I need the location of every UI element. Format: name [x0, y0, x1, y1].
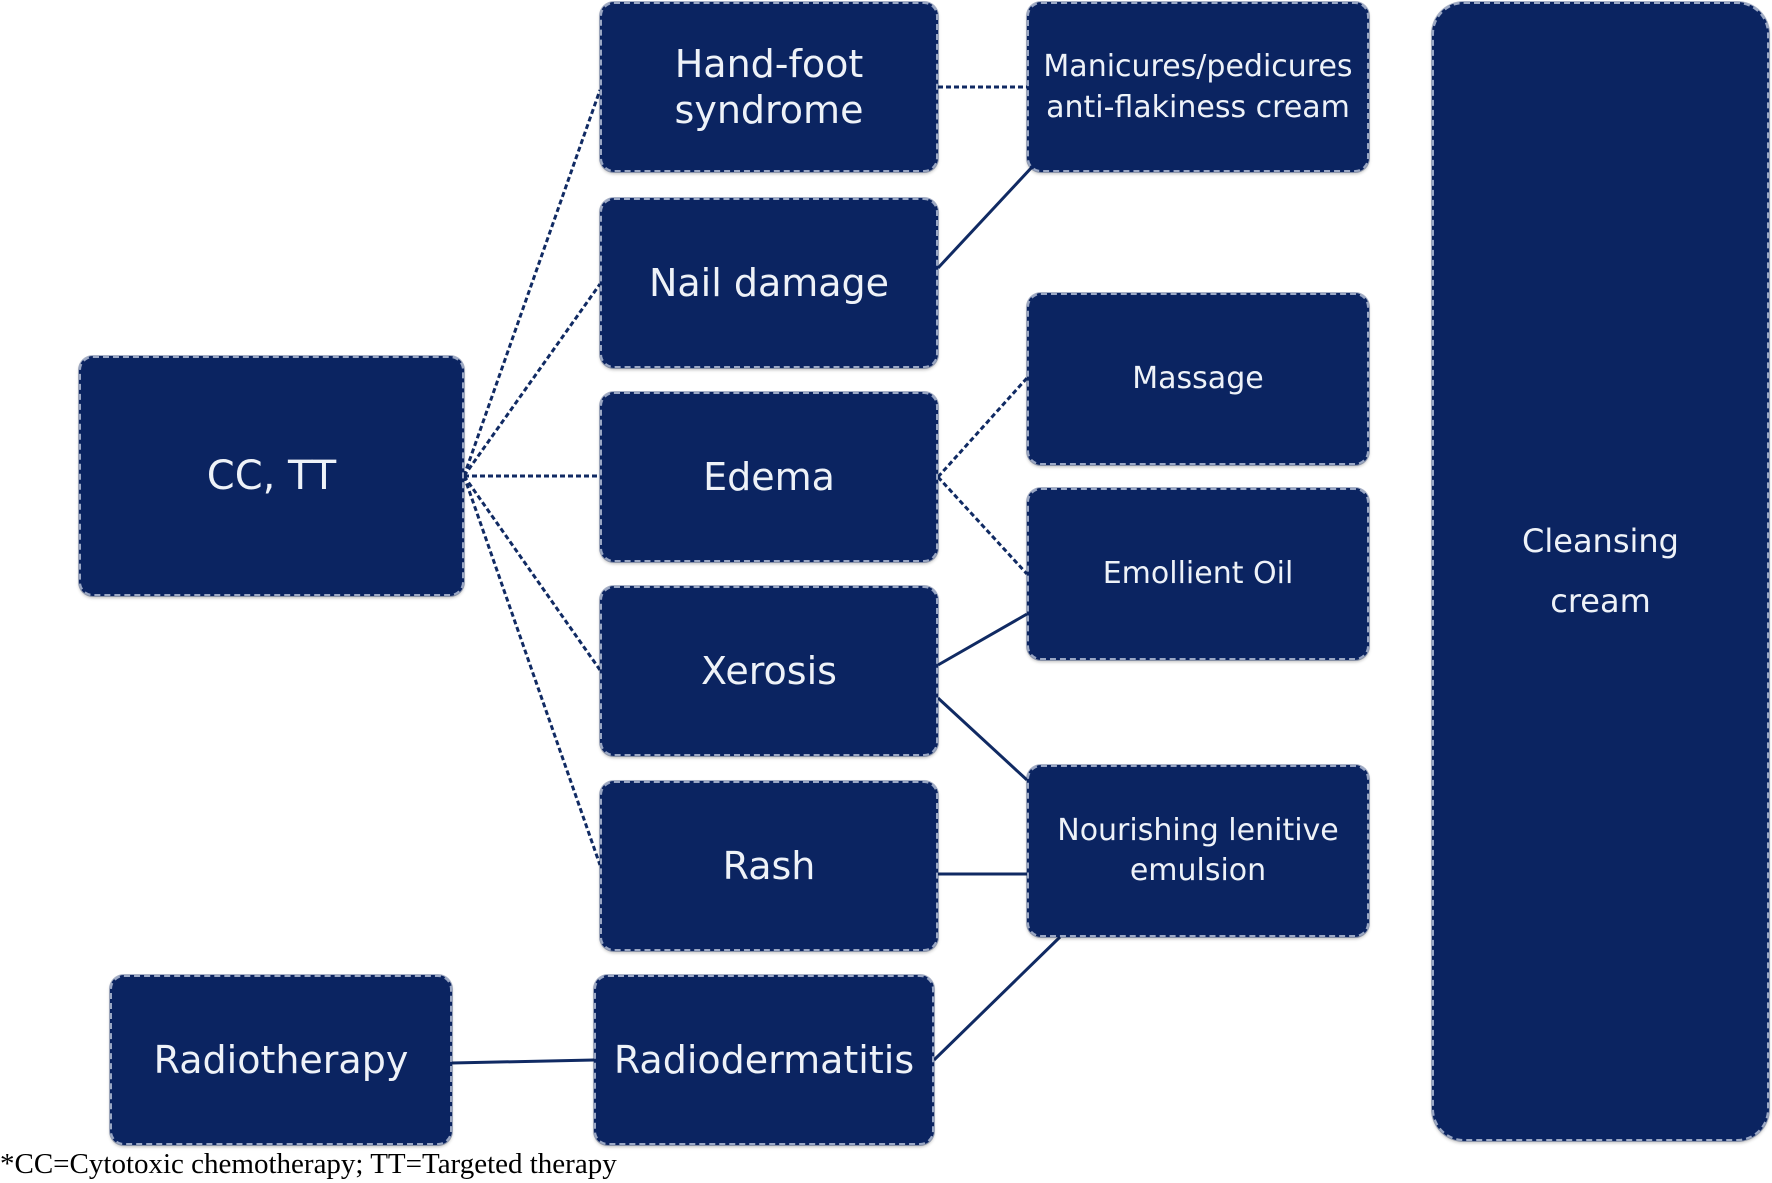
emollient-oil-label: Emollient Oil — [1102, 555, 1294, 591]
massage-node: Massage — [1027, 293, 1369, 465]
massage-label: Massage — [1132, 360, 1264, 396]
connector-edema-massage — [936, 376, 1029, 479]
cc-tt-label: CC, TT — [206, 452, 337, 499]
radiotherapy-label: Radiotherapy — [153, 1037, 409, 1082]
connector-nail-manicures — [936, 164, 1035, 270]
hand-foot-syndrome-label: Hand-foot syndrome — [674, 41, 864, 132]
nail-damage-label: Nail damage — [648, 260, 890, 305]
connector-cctt-handfoot — [462, 89, 602, 477]
emollient-oil-node: Emollient Oil — [1027, 488, 1369, 660]
radiotherapy-node: Radiotherapy — [110, 975, 452, 1145]
manicures-pedicures-cream-node: Manicures/pedicures anti-flakiness cream — [1027, 2, 1369, 172]
radiodermatitis-node: Radiodermatitis — [594, 975, 934, 1145]
abbreviation-footnote: *CC=Cytotoxic chemotherapy; TT=Targeted … — [0, 1148, 617, 1180]
manicures-pedicures-cream-label: Manicures/pedicures anti-flakiness cream — [1043, 48, 1353, 125]
connector-cctt-xerosis — [462, 475, 602, 671]
hand-foot-syndrome-node: Hand-foot syndrome — [600, 2, 938, 172]
connector-xerosis-nourishing — [936, 696, 1029, 782]
xerosis-node: Xerosis — [600, 586, 938, 756]
connector-cctt-rash — [462, 475, 602, 866]
rash-label: Rash — [722, 843, 816, 888]
cleansing-cream-label: Cleansing cream — [1522, 522, 1679, 620]
connector-edema-emollient — [936, 475, 1029, 576]
cc-tt-node: CC, TT — [79, 356, 464, 596]
rash-node: Rash — [600, 781, 938, 951]
connector-radiotherapy-radiodermatitis — [451, 1058, 595, 1065]
radiodermatitis-label: Radiodermatitis — [613, 1037, 915, 1082]
nourishing-lenitive-emulsion-label: Nourishing lenitive emulsion — [1057, 812, 1339, 889]
connector-radiodermatitis-nourishing — [932, 935, 1062, 1062]
connector-xerosis-emollient — [937, 612, 1028, 667]
cleansing-cream-node: Cleansing cream — [1432, 2, 1769, 1141]
xerosis-label: Xerosis — [701, 648, 837, 693]
edema-label: Edema — [703, 454, 835, 499]
nourishing-lenitive-emulsion-node: Nourishing lenitive emulsion — [1027, 765, 1369, 937]
edema-node: Edema — [600, 392, 938, 562]
nail-damage-node: Nail damage — [600, 198, 938, 368]
connector-cctt-nail — [462, 283, 602, 477]
